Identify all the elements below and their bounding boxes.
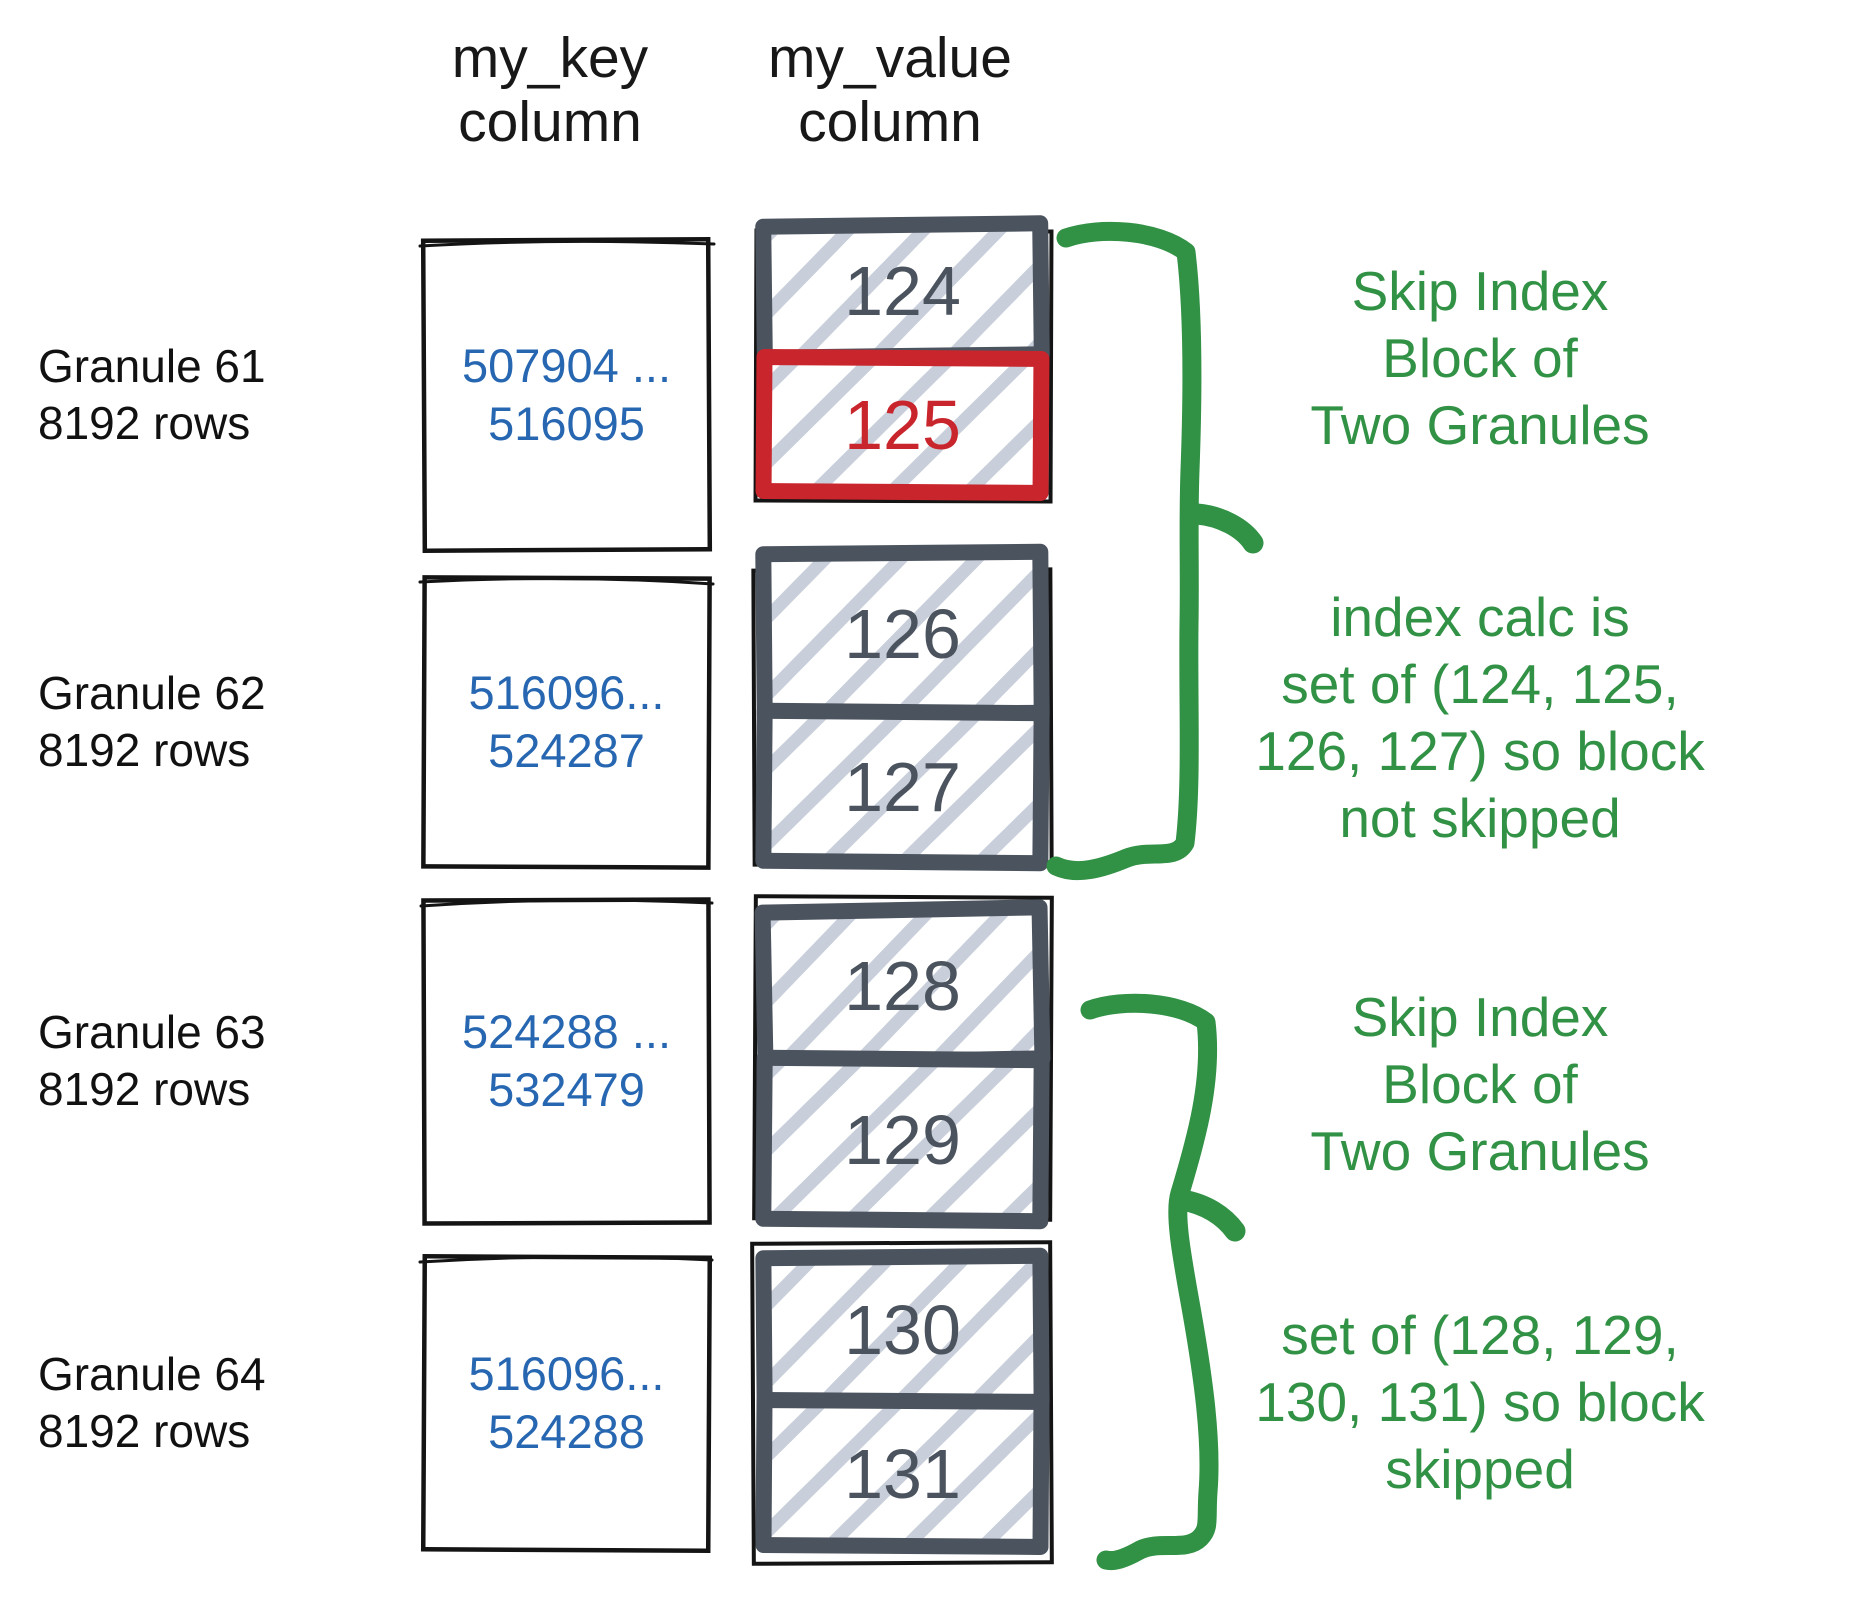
- key-from: 516096...: [468, 1347, 665, 1400]
- annotation-set-skipped: set of (128, 129, 130, 131) so block ski…: [1180, 1302, 1780, 1503]
- annotation-line: Block of: [1382, 1053, 1578, 1115]
- key-range-62: 516096... 524287: [424, 664, 709, 780]
- annotation-line: Skip Index: [1351, 260, 1609, 322]
- value-blocks: [754, 215, 1051, 1555]
- brace-top-two-granules: [1046, 221, 1264, 881]
- value-block-124: 124: [844, 251, 961, 330]
- annotation-line: index calc is: [1330, 586, 1630, 648]
- value-block-127: 127: [844, 748, 961, 826]
- value-block-130: 130: [844, 1291, 961, 1369]
- key-range-61: 507904 ... 516095: [424, 337, 709, 453]
- granule-rows: 8192 rows: [38, 1405, 251, 1457]
- granule-label-63: Granule 63 8192 rows: [38, 1004, 368, 1118]
- key-to: 532479: [488, 1063, 645, 1116]
- column-header-key-line2: column: [458, 90, 642, 154]
- column-header-value: my_value column: [670, 26, 1110, 154]
- annotation-index-calc-not-skipped: index calc is set of (124, 125, 126, 127…: [1180, 584, 1780, 852]
- granule-label-64: Granule 64 8192 rows: [38, 1346, 368, 1460]
- annotation-line: set of (124, 125,: [1281, 653, 1679, 715]
- brace-bottom-two-granules: [1080, 993, 1246, 1571]
- granule-rows: 8192 rows: [38, 1063, 251, 1115]
- key-range-63: 524288 ... 532479: [424, 1003, 709, 1119]
- annotation-line: 130, 131) so block: [1255, 1371, 1705, 1433]
- value-block-129: 129: [844, 1100, 961, 1179]
- value-block-126: 126: [844, 594, 961, 673]
- annotation-line: Skip Index: [1351, 986, 1609, 1048]
- granule-label-61: Granule 61 8192 rows: [38, 338, 368, 452]
- key-from: 524288 ...: [461, 1005, 672, 1058]
- granule-rows: 8192 rows: [38, 724, 251, 776]
- granule-label-62: Granule 62 8192 rows: [38, 665, 368, 779]
- key-range-64: 516096... 524288: [424, 1345, 709, 1461]
- key-from: 507904 ...: [461, 339, 672, 392]
- annotation-line: Block of: [1382, 327, 1578, 389]
- annotation-line: not skipped: [1339, 787, 1621, 849]
- annotation-line: set of (128, 129,: [1281, 1304, 1679, 1366]
- column-header-key: my_key column: [330, 26, 770, 154]
- key-to: 524288: [488, 1405, 645, 1458]
- value-block-128: 128: [844, 946, 961, 1025]
- granule-name: Granule 62: [38, 667, 266, 719]
- granule-name: Granule 61: [38, 340, 266, 392]
- annotation-line: Two Granules: [1310, 394, 1650, 456]
- key-to: 524287: [488, 724, 645, 777]
- value-block-125: 125: [844, 386, 961, 464]
- annotation-skip-block-2: Skip Index Block of Two Granules: [1180, 984, 1780, 1185]
- column-header-key-line1: my_key: [451, 26, 649, 90]
- key-boxes: [418, 236, 716, 1554]
- value-block-131: 131: [844, 1434, 961, 1513]
- granule-name: Granule 64: [38, 1348, 266, 1400]
- annotation-line: skipped: [1385, 1438, 1575, 1500]
- granule-name: Granule 63: [38, 1006, 266, 1058]
- key-to: 516095: [488, 397, 645, 450]
- annotation-line: 126, 127) so block: [1255, 720, 1705, 782]
- annotation-skip-block-1: Skip Index Block of Two Granules: [1180, 258, 1780, 459]
- highlighted-block-125: [755, 349, 1050, 501]
- column-header-value-line1: my_value: [768, 26, 1012, 90]
- key-from: 516096...: [468, 666, 665, 719]
- granule-rows: 8192 rows: [38, 397, 251, 449]
- column-header-value-line2: column: [798, 90, 982, 154]
- annotation-line: Two Granules: [1310, 1120, 1650, 1182]
